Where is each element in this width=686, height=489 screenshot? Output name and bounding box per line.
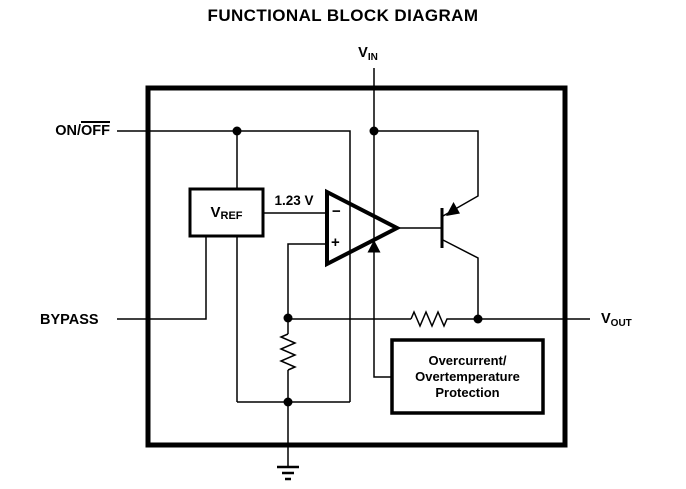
vout-pin-label: VOUT (601, 311, 632, 329)
protection-block-box (390, 338, 545, 415)
junction-dot (473, 314, 483, 324)
ic-boundary-box (145, 85, 568, 448)
protection-line-3: Protection (435, 384, 500, 400)
onoff-pin-label: ON/OFF (55, 123, 110, 139)
junction-dot (369, 126, 379, 136)
bypass-pin-label: BYPASS (40, 312, 99, 328)
opamp-minus-sign: − (332, 203, 341, 220)
vin-pin-label: VIN (358, 45, 378, 63)
junction-dot (232, 126, 242, 136)
reference-voltage-label: 1.23 V (274, 193, 314, 208)
junction-dot (283, 397, 293, 407)
protection-block-label: Overcurrent/ Overtemperature Protection (392, 340, 543, 413)
protection-line-2: Overtemperature (415, 368, 520, 384)
feedback-resistor (279, 333, 297, 371)
emitter-arrow-icon (446, 202, 460, 216)
collector-wire (442, 239, 479, 319)
error-amplifier-triangle (325, 188, 402, 268)
plus-input-wire (287, 243, 327, 318)
page-title: FUNCTIONAL BLOCK DIAGRAM (207, 6, 479, 25)
output-resistor (410, 310, 449, 328)
protection-line-1: Overcurrent/ (428, 352, 507, 368)
junction-dot (283, 313, 293, 323)
ground-symbol (277, 465, 299, 481)
opamp-plus-sign: + (331, 234, 340, 251)
onoff-wire (117, 130, 351, 402)
emitter-wire (374, 130, 479, 217)
protection-arrow-icon (367, 240, 381, 253)
vin-wire (373, 68, 392, 378)
bypass-wire (117, 236, 207, 320)
